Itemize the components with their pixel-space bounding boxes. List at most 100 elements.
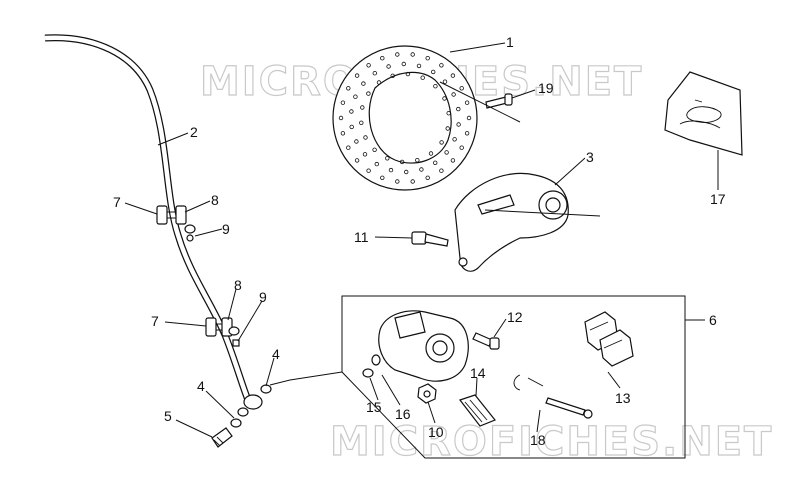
disc-hole xyxy=(390,73,395,78)
disc-hole xyxy=(445,126,450,131)
disc-hole xyxy=(452,137,457,142)
disc-hole xyxy=(431,69,436,75)
disc-hole xyxy=(354,158,360,163)
disc-hole xyxy=(405,71,411,77)
disc-hole xyxy=(464,100,470,105)
disc-hole xyxy=(442,79,448,84)
disc-hole xyxy=(363,135,368,140)
pad-spring xyxy=(459,394,496,427)
disc-hole xyxy=(361,81,366,86)
disc-hole xyxy=(464,131,470,136)
callout-2: 2 xyxy=(190,124,198,140)
disc-hole xyxy=(349,109,354,114)
callout-4-lower: 4 xyxy=(197,378,205,394)
callout-9-lower: 9 xyxy=(259,289,267,305)
disc-hole xyxy=(415,157,420,163)
disc-hole xyxy=(340,131,346,136)
callout-13: 13 xyxy=(615,390,631,406)
callout-6: 6 xyxy=(709,312,717,328)
brake-hose xyxy=(44,34,263,417)
disc-hole xyxy=(459,145,464,150)
callout-1: 1 xyxy=(506,34,514,50)
disc-hole xyxy=(420,75,425,80)
disc-hole xyxy=(450,73,456,78)
callout-8-upper: 8 xyxy=(211,192,219,208)
disc-hole xyxy=(374,161,379,167)
disc-hole xyxy=(372,147,377,152)
caliper-bolt xyxy=(472,332,500,350)
disc-hole xyxy=(425,175,430,180)
washers-and-banjo-bolt xyxy=(211,384,272,448)
callout-14: 14 xyxy=(470,365,486,381)
disc-hole xyxy=(439,140,444,145)
callout-7-upper: 7 xyxy=(113,194,121,210)
disc-hole xyxy=(346,86,351,91)
disc-hole xyxy=(444,150,449,155)
disc-hole xyxy=(442,96,447,101)
disc-hole xyxy=(338,115,344,121)
pad-pin-and-clip xyxy=(513,374,593,419)
callout-15: 15 xyxy=(366,399,382,415)
disc-hole xyxy=(349,124,354,130)
disc-hole xyxy=(399,159,405,165)
disc-hole xyxy=(456,122,461,127)
disc-hole xyxy=(439,168,444,173)
callout-12: 12 xyxy=(507,309,523,325)
disc-hole xyxy=(395,179,400,184)
disc-hole xyxy=(450,158,456,163)
callout-8-lower: 8 xyxy=(234,277,242,293)
callout-17: 17 xyxy=(710,191,726,207)
disc-hole xyxy=(433,160,438,165)
callout-11: 11 xyxy=(354,229,369,245)
disc-hole xyxy=(340,100,346,105)
disc-bolt xyxy=(485,93,513,109)
callout-18: 18 xyxy=(530,432,546,448)
disc-hole xyxy=(395,52,400,57)
callout-16: 16 xyxy=(395,406,411,422)
disc-hole xyxy=(439,63,444,68)
disc-hole xyxy=(428,151,434,156)
disc-hole xyxy=(401,61,406,67)
seal-kit-pouch xyxy=(664,71,743,156)
disc-hole xyxy=(451,92,456,97)
hose-clamp-lower xyxy=(205,317,240,347)
callout-numbers: 1 2 3 7 8 9 11 17 19 8 9 7 4 4 5 6 12 13… xyxy=(113,34,726,448)
callout-7-lower: 7 xyxy=(151,313,159,329)
disc-hole xyxy=(419,167,424,172)
disc-hole xyxy=(366,168,371,173)
disc-hole xyxy=(359,120,364,125)
caliper-assembly-frame xyxy=(341,295,686,459)
callout-19: 19 xyxy=(538,80,554,96)
disc-hole xyxy=(372,70,377,76)
callout-10: 10 xyxy=(428,424,444,440)
disc-hole xyxy=(416,63,422,69)
disc-hole xyxy=(446,110,451,116)
disc-hole xyxy=(354,73,360,78)
brake-pads xyxy=(584,311,634,367)
disc-hole xyxy=(362,152,368,157)
callout-5: 5 xyxy=(164,408,172,424)
callout-3: 3 xyxy=(586,149,594,165)
leader-lines xyxy=(124,42,719,438)
disc-hole xyxy=(456,106,461,112)
hose-clamp-upper xyxy=(156,205,196,242)
disc-hole xyxy=(380,56,385,61)
disc-hole xyxy=(425,56,430,61)
disc-hole xyxy=(386,64,391,69)
brake-disc xyxy=(332,45,478,191)
disc-hole xyxy=(385,156,390,161)
disc-hole xyxy=(354,139,359,144)
caliper-bracket xyxy=(454,172,569,272)
disc-hole xyxy=(410,52,415,57)
disc-hole xyxy=(388,167,394,173)
disc-hole xyxy=(346,145,351,150)
disc-hole xyxy=(366,91,371,96)
disc-hole xyxy=(459,86,464,91)
disc-hole xyxy=(376,80,382,85)
brake-caliper xyxy=(362,310,469,382)
bracket-bolt xyxy=(411,231,449,247)
disc-hole xyxy=(360,105,365,110)
disc-hole xyxy=(466,115,472,121)
callout-9-upper: 9 xyxy=(222,221,230,237)
